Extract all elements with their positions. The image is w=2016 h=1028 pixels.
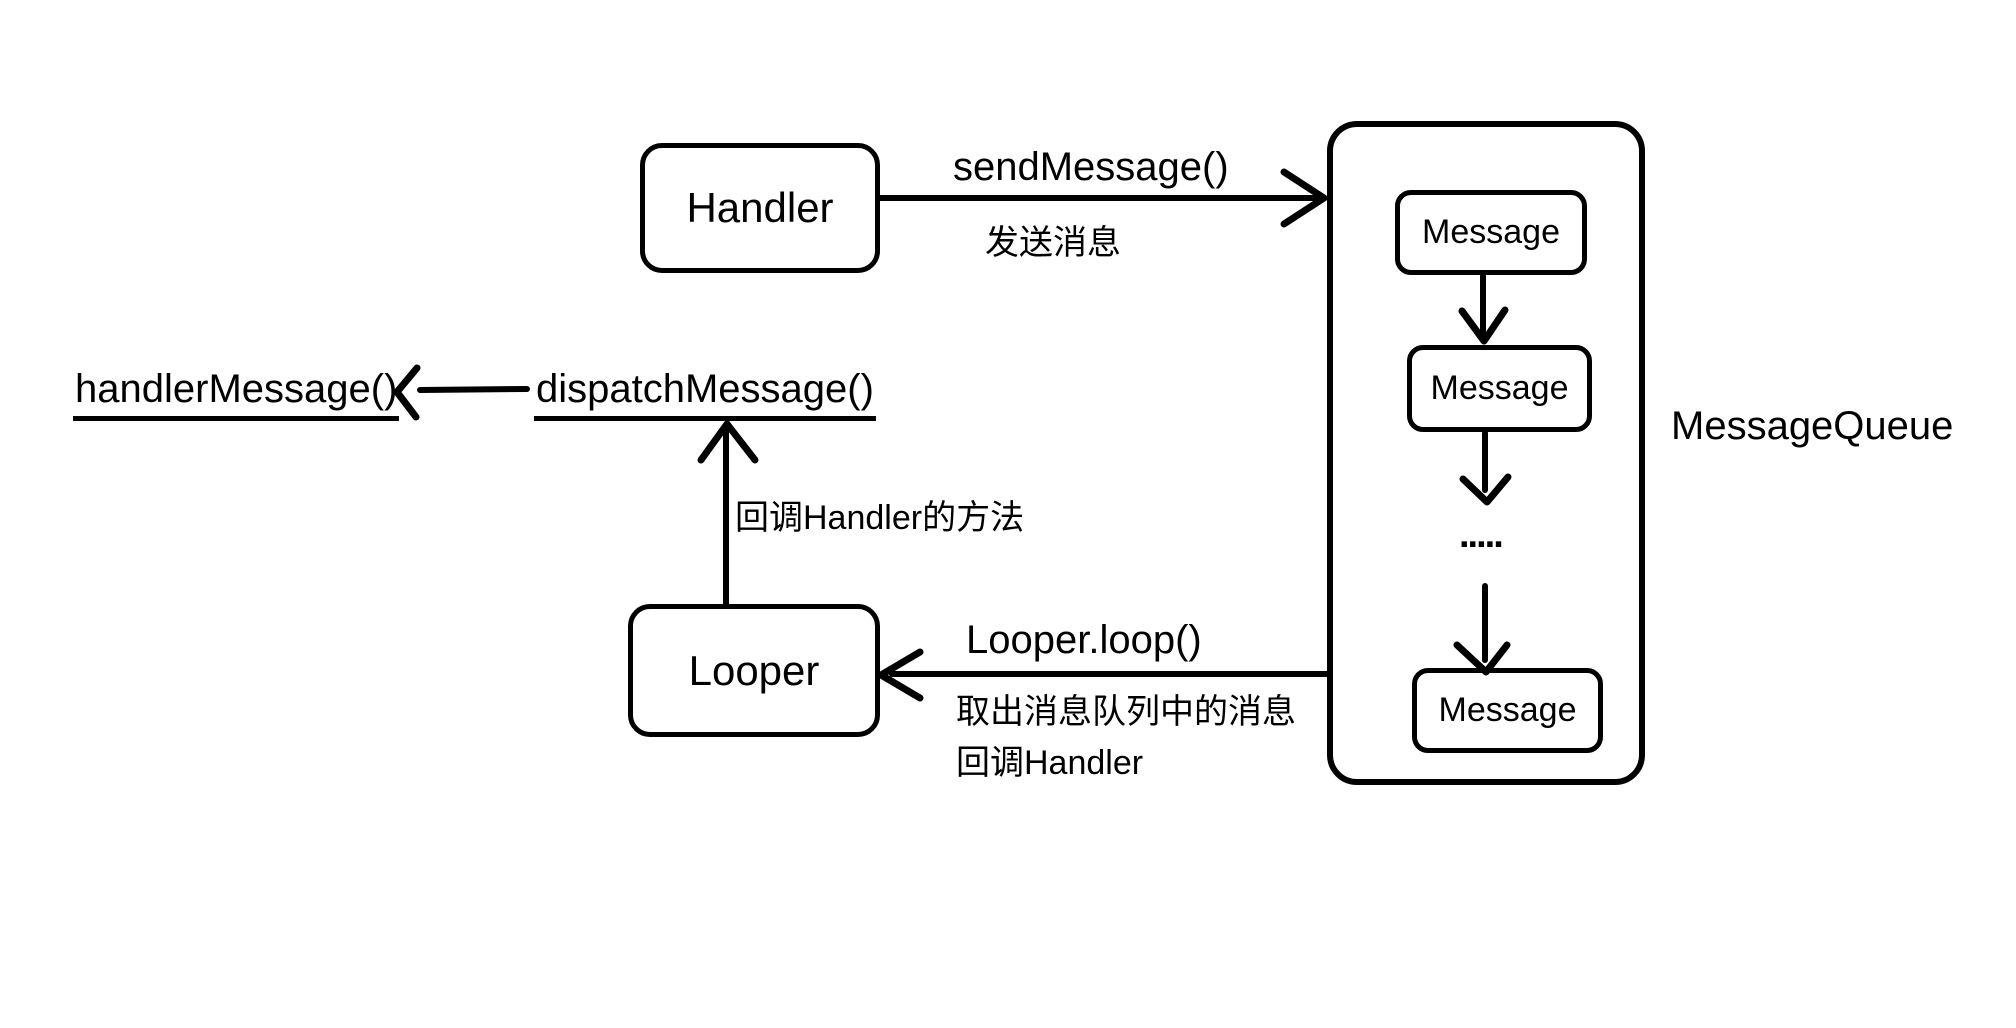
handler-message-label: handlerMessage() — [73, 369, 400, 421]
looper-loop-label: Looper.loop() — [966, 618, 1202, 662]
message-node-2: Message — [1407, 345, 1592, 432]
handler-node-label: Handler — [686, 184, 834, 231]
queue-to-looper-note-2: 回调Handler — [956, 744, 1144, 782]
handler-node: Handler — [640, 143, 880, 273]
dispatch-message-label: dispatchMessage() — [534, 369, 876, 421]
arrow-message2-to-ellipsis — [1459, 430, 1512, 506]
arrow-queue-to-looper — [877, 648, 1331, 702]
message-node-3: Message — [1412, 668, 1603, 753]
send-message-label: sendMessage() — [953, 145, 1229, 189]
arrow-looper-to-dispatch — [697, 420, 759, 607]
message-node-1: Message — [1395, 190, 1587, 275]
send-message-note: 发送消息 — [985, 224, 1121, 262]
arrow-send-message — [877, 168, 1328, 228]
message-node-3-label: Message — [1438, 691, 1577, 729]
looper-callback-note: 回调Handler的方法 — [735, 499, 1025, 537]
queue-to-looper-note-1: 取出消息队列中的消息 — [956, 693, 1296, 731]
looper-node-label: Looper — [688, 646, 820, 694]
message-queue-title: MessageQueue — [1671, 404, 1954, 448]
message-queue-container — [1327, 121, 1645, 785]
message-node-1-label: Message — [1422, 213, 1560, 251]
looper-node: Looper — [628, 604, 880, 737]
arrow-dispatch-to-handler — [393, 364, 530, 421]
message-node-2-label: Message — [1430, 369, 1569, 407]
queue-ellipsis: ..... — [1459, 514, 1504, 556]
arrow-message1-to-message2 — [1458, 273, 1509, 345]
